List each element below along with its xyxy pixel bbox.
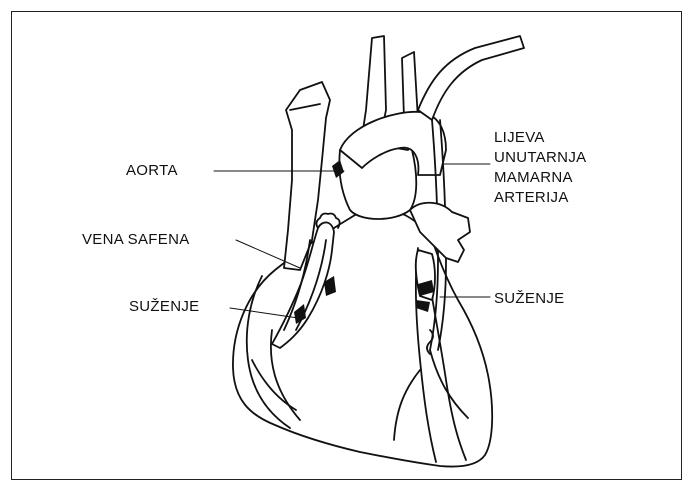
subclavian-artery bbox=[418, 36, 524, 120]
label-aorta: AORTA bbox=[126, 161, 178, 181]
label-vena-safena: VENA SAFENA bbox=[82, 230, 190, 250]
label-suzenje-right: SUŽENJE bbox=[494, 289, 564, 309]
label-lima-line4: ARTERIJA bbox=[494, 188, 586, 208]
label-lima-line3: MAMARNA bbox=[494, 168, 586, 188]
label-lima-line1: LIJEVA bbox=[494, 128, 586, 148]
label-lima: LIJEVA UNUTARNJA MAMARNA ARTERIJA bbox=[494, 128, 586, 208]
label-lima-line2: UNUTARNJA bbox=[494, 148, 586, 168]
label-suzenje-left: SUŽENJE bbox=[129, 297, 199, 317]
